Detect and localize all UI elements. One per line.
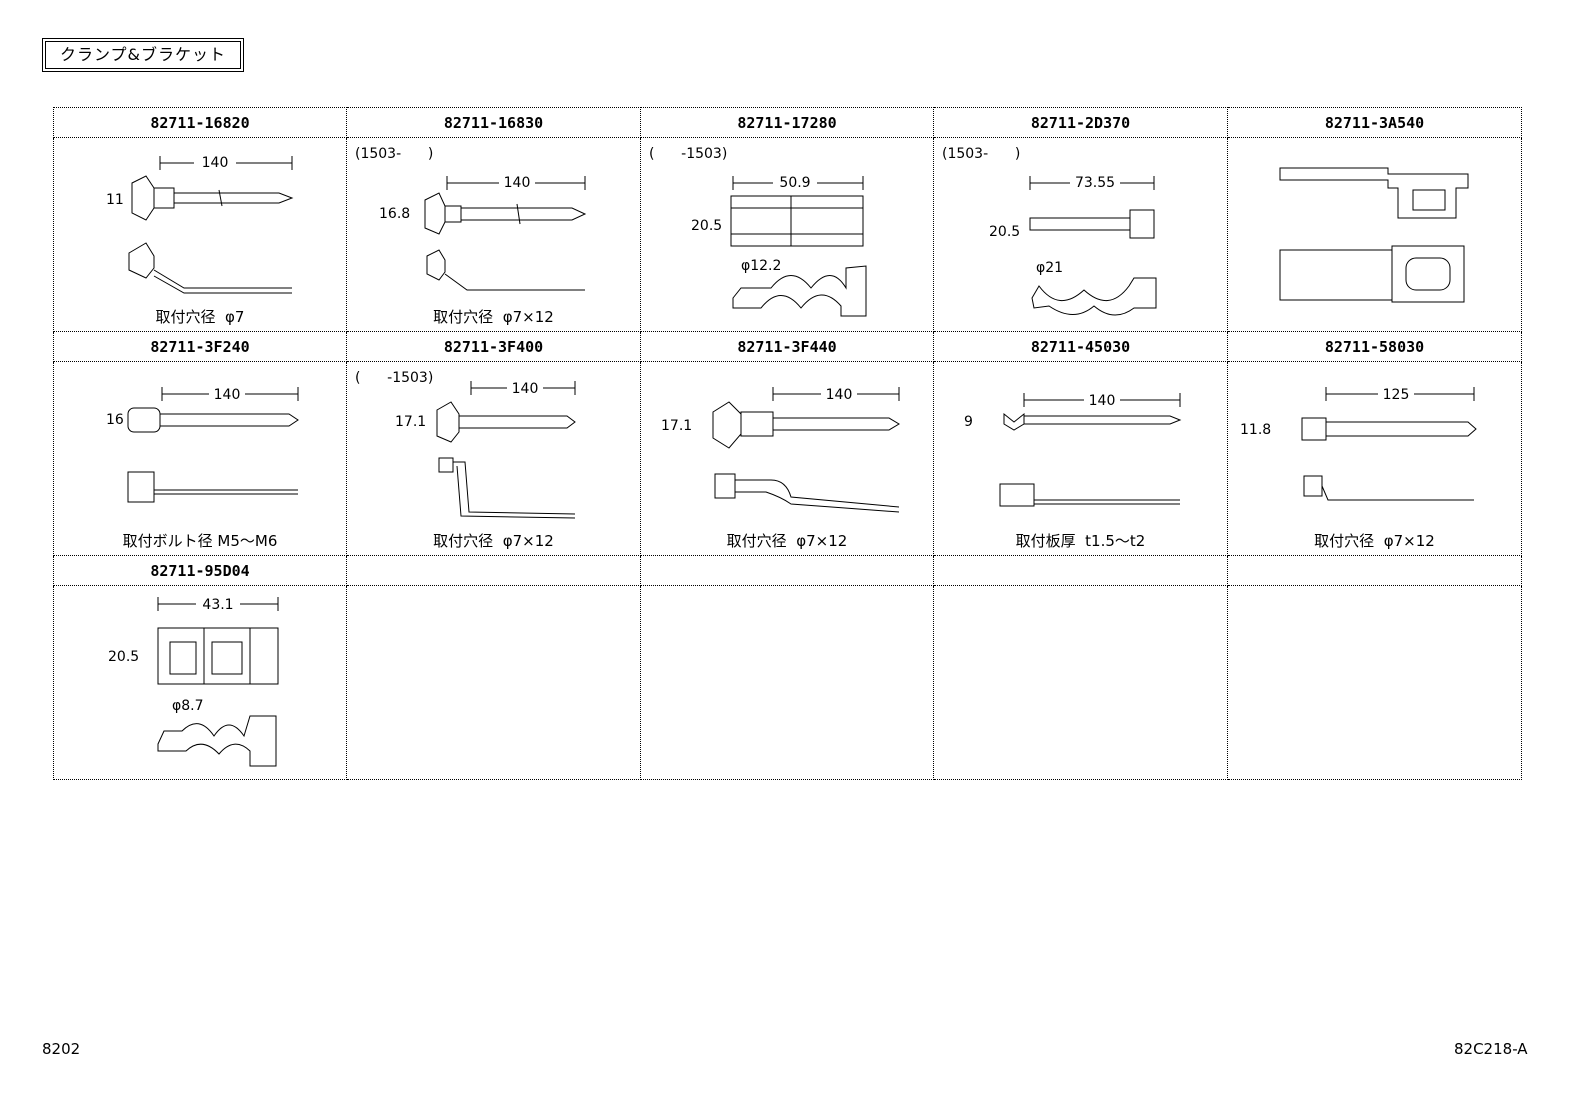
clip-tie-illustration: 140 17.1 [661,386,900,513]
part-cell: 125 11.8 取付穴径 φ7×12 [1227,361,1522,556]
dimension-label: 20.5 [989,224,1020,240]
mounting-spec: 取付穴径 φ7×12 [726,532,848,550]
part-number-cell [640,555,934,586]
part-number-cell: 82711-2D370 [933,107,1228,138]
part-cell [1227,137,1522,332]
part-number-row: 82711-3F240 82711-3F400 82711-3F440 8271… [53,331,1522,362]
dimension-label: 11 [106,192,124,208]
dimension-label: 16.8 [379,206,410,222]
clip-illustration: 73.55 20.5 φ21 [989,174,1157,316]
clip-tie-illustration: 140 9 [964,392,1182,507]
dimension-label: 140 [202,155,229,171]
part-illustration-row: 43.1 20.5 φ8.7 [53,585,1522,780]
clip-tie-illustration: 140 16 [106,386,299,503]
part-number-cell [933,555,1228,586]
dimension-label: 73.55 [1075,175,1115,191]
part-number-cell [1227,555,1522,586]
applicability-note: (1503- ) [942,146,1021,162]
part-cell: 140 9 取付板厚 t1.5～t2 [933,361,1228,556]
page-title: クランプ&ブラケット [42,38,244,72]
part-number-cell [346,555,641,586]
dimension-label: 140 [214,387,241,403]
part-number-cell: 82711-3F400 [346,331,641,362]
dimension-label: φ12.2 [741,258,781,274]
part-number-cell: 82711-58030 [1227,331,1522,362]
part-number-cell: 82711-17280 [640,107,934,138]
part-cell [346,585,641,780]
mounting-spec: 取付穴径 φ7×12 [1314,532,1435,550]
part-number-cell: 82711-45030 [933,331,1228,362]
bracket-illustration: 50.9 20.5 φ12.2 [691,174,867,317]
dimension-label: 17.1 [395,414,426,430]
dimension-label: 140 [1089,393,1116,409]
figure-code: 82C218-A [1454,1040,1528,1058]
dimension-label: 20.5 [691,218,722,234]
page-number: 8202 [42,1040,81,1058]
dimension-label: 11.8 [1240,422,1271,438]
part-illustration-row: 140 11 取付穴径 φ7 (1503- ) 140 16.8 [53,137,1522,332]
dimension-label: 20.5 [108,649,139,665]
applicability-note: ( -1503) [355,370,434,386]
part-number-cell: 82711-95D04 [53,555,347,586]
dimension-label: 50.9 [779,175,810,191]
dimension-label: 16 [106,412,124,428]
mounting-spec: 取付ボルト径 M5～M6 [122,532,278,550]
part-number-row: 82711-16820 82711-16830 82711-17280 8271… [53,107,1522,138]
part-cell: ( -1503) 140 17.1 取付穴径 φ7×12 [346,361,641,556]
applicability-note: ( -1503) [649,146,728,162]
dimension-label: 140 [512,381,539,397]
dimension-label: 140 [504,175,531,191]
bracket-illustration: 43.1 20.5 φ8.7 [108,596,279,767]
dimension-label: 9 [964,414,973,430]
part-number-cell: 82711-3F440 [640,331,934,362]
dimension-label: 125 [1383,387,1410,403]
part-cell: 140 11 取付穴径 φ7 [53,137,347,332]
parts-table: 82711-16820 82711-16830 82711-17280 8271… [53,107,1522,780]
part-number-cell: 82711-3A540 [1227,107,1522,138]
part-cell [1227,585,1522,780]
clip-tie-illustration: 140 16.8 [379,174,587,291]
part-cell: 43.1 20.5 φ8.7 [53,585,347,780]
part-cell [640,585,934,780]
mounting-spec: 取付穴径 φ7 [155,308,245,326]
bracket-illustration [1279,167,1469,303]
part-number-cell: 82711-16820 [53,107,347,138]
clip-tie-illustration: 125 11.8 [1240,386,1477,501]
part-number-row: 82711-95D04 [53,555,1522,586]
part-cell: (1503- ) 140 16.8 取付穴径 φ7×12 [346,137,641,332]
dimension-label: φ21 [1036,260,1063,276]
clip-tie-illustration: 140 11 [106,154,294,294]
mounting-spec: 取付穴径 φ7×12 [433,532,554,550]
mounting-spec: 取付穴径 φ7×12 [433,308,554,326]
part-cell: 140 17.1 取付穴径 φ7×12 [640,361,934,556]
part-cell [933,585,1228,780]
dimension-label: 17.1 [661,418,692,434]
dimension-label: 43.1 [202,597,233,613]
clip-tie-illustration: 140 17.1 [395,380,576,519]
part-cell: 140 16 取付ボルト径 M5～M6 [53,361,347,556]
dimension-label: 140 [826,387,853,403]
applicability-note: (1503- ) [355,146,434,162]
part-cell: ( -1503) 50.9 20.5 φ12.2 [640,137,934,332]
part-illustration-row: 140 16 取付ボルト径 M5～M6 ( -1503) 140 17.1 [53,361,1522,556]
part-cell: (1503- ) 73.55 20.5 φ21 [933,137,1228,332]
mounting-spec: 取付板厚 t1.5～t2 [1015,532,1146,550]
dimension-label: φ8.7 [172,698,204,714]
part-number-cell: 82711-3F240 [53,331,347,362]
part-number-cell: 82711-16830 [346,107,641,138]
